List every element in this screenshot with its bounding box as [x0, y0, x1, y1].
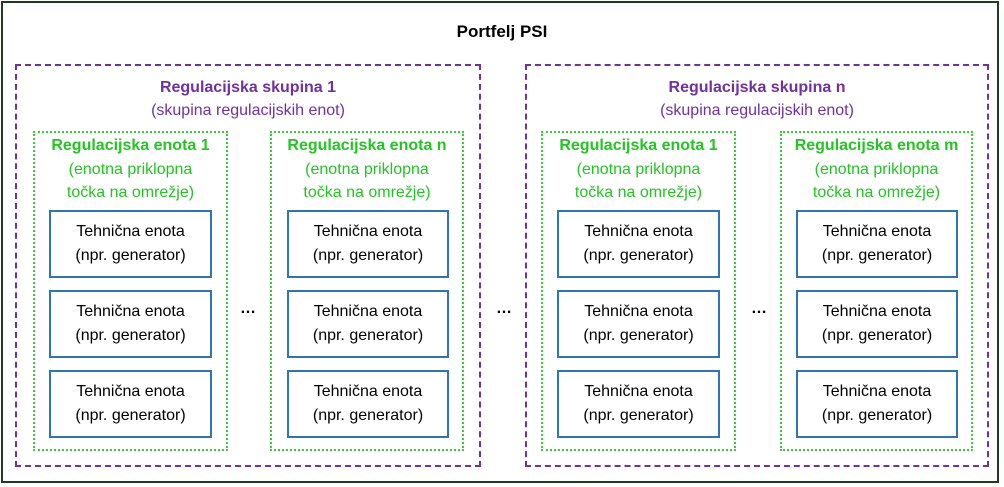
technical-unit-note: (npr. generator)	[312, 327, 424, 344]
technical-unit: Tehnična enota (npr. generator)	[796, 210, 958, 278]
unit-note-line2: točka na omrežje)	[812, 184, 941, 201]
group-n-title: Regulacijska skupina n	[668, 79, 846, 96]
technical-unit-title: Tehnična enota	[584, 303, 693, 320]
regulation-group-n: Regulacijska skupina n (skupina regulaci…	[525, 64, 989, 467]
technical-unit-title: Tehnična enota	[584, 383, 693, 400]
unit-title: Regulacijska enota m	[794, 137, 959, 154]
technical-unit-title: Tehnična enota	[313, 383, 423, 400]
technical-unit: Tehnična enota (npr. generator)	[287, 210, 449, 278]
unit-note-line1: (enotna priklopna	[305, 161, 429, 178]
ellipsis: …	[496, 300, 512, 317]
technical-unit-note: (npr. generator)	[821, 407, 933, 424]
technical-unit: Tehnična enota (npr. generator)	[796, 290, 958, 358]
group-1-title: Regulacijska skupina 1	[159, 79, 337, 96]
group-1-unit-n: Regulacijska enota n (enotna priklopna t…	[270, 131, 464, 451]
technical-unit-note: (npr. generator)	[583, 327, 694, 344]
technical-unit-note: (npr. generator)	[583, 407, 694, 424]
technical-unit-title: Tehnična enota	[822, 223, 932, 240]
group-n-unit-1: Regulacijska enota 1 (enotna priklopna t…	[541, 131, 736, 451]
technical-unit-title: Tehnična enota	[76, 223, 185, 240]
technical-unit: Tehnična enota (npr. generator)	[287, 290, 449, 358]
unit-note-line2: točka na omrežje)	[303, 184, 431, 201]
technical-unit-note: (npr. generator)	[583, 247, 694, 264]
unit-title: Regulacijska enota n	[287, 137, 447, 154]
technical-unit: Tehnična enota (npr. generator)	[287, 370, 449, 438]
ellipsis: …	[240, 300, 256, 317]
technical-unit-title: Tehnična enota	[76, 303, 185, 320]
technical-unit: Tehnična enota (npr. generator)	[557, 210, 720, 278]
technical-unit-title: Tehnična enota	[822, 383, 932, 400]
technical-unit: Tehnična enota (npr. generator)	[49, 210, 212, 278]
unit-title: Regulacijska enota 1	[51, 137, 210, 154]
technical-unit: Tehnična enota (npr. generator)	[49, 370, 212, 438]
technical-unit-note: (npr. generator)	[312, 247, 424, 264]
group-1-subtitle: (skupina regulacijskih enot)	[151, 102, 345, 119]
technical-unit-note: (npr. generator)	[75, 327, 186, 344]
technical-unit-note: (npr. generator)	[821, 327, 933, 344]
technical-unit: Tehnična enota (npr. generator)	[49, 290, 212, 358]
technical-unit-note: (npr. generator)	[821, 247, 933, 264]
unit-note-line1: (enotna priklopna	[576, 161, 701, 178]
technical-unit: Tehnična enota (npr. generator)	[557, 370, 720, 438]
technical-unit-note: (npr. generator)	[312, 407, 424, 424]
group-n-unit-m: Regulacijska enota m (enotna priklopna t…	[780, 131, 973, 451]
technical-unit: Tehnična enota (npr. generator)	[557, 290, 720, 358]
portfolio-title: Portfelj PSI	[456, 22, 548, 41]
technical-unit-title: Tehnična enota	[313, 303, 423, 320]
unit-note-line2: točka na omrežje)	[66, 184, 195, 201]
technical-unit-title: Tehnična enota	[313, 223, 423, 240]
technical-unit-note: (npr. generator)	[75, 407, 186, 424]
ellipsis: …	[751, 300, 767, 317]
technical-unit-title: Tehnična enota	[584, 223, 693, 240]
regulation-group-1: Regulacijska skupina 1 (skupina regulaci…	[15, 64, 481, 467]
unit-note-line1: (enotna priklopna	[68, 161, 193, 178]
technical-unit-title: Tehnična enota	[76, 383, 185, 400]
unit-note-line2: točka na omrežje)	[574, 184, 703, 201]
technical-unit-title: Tehnična enota	[822, 303, 932, 320]
unit-title: Regulacijska enota 1	[559, 137, 718, 154]
technical-unit: Tehnična enota (npr. generator)	[796, 370, 958, 438]
group-1-unit-1: Regulacijska enota 1 (enotna priklopna t…	[33, 131, 228, 451]
group-n-subtitle: (skupina regulacijskih enot)	[660, 102, 854, 119]
unit-note-line1: (enotna priklopna	[814, 161, 939, 178]
technical-unit-note: (npr. generator)	[75, 247, 186, 264]
